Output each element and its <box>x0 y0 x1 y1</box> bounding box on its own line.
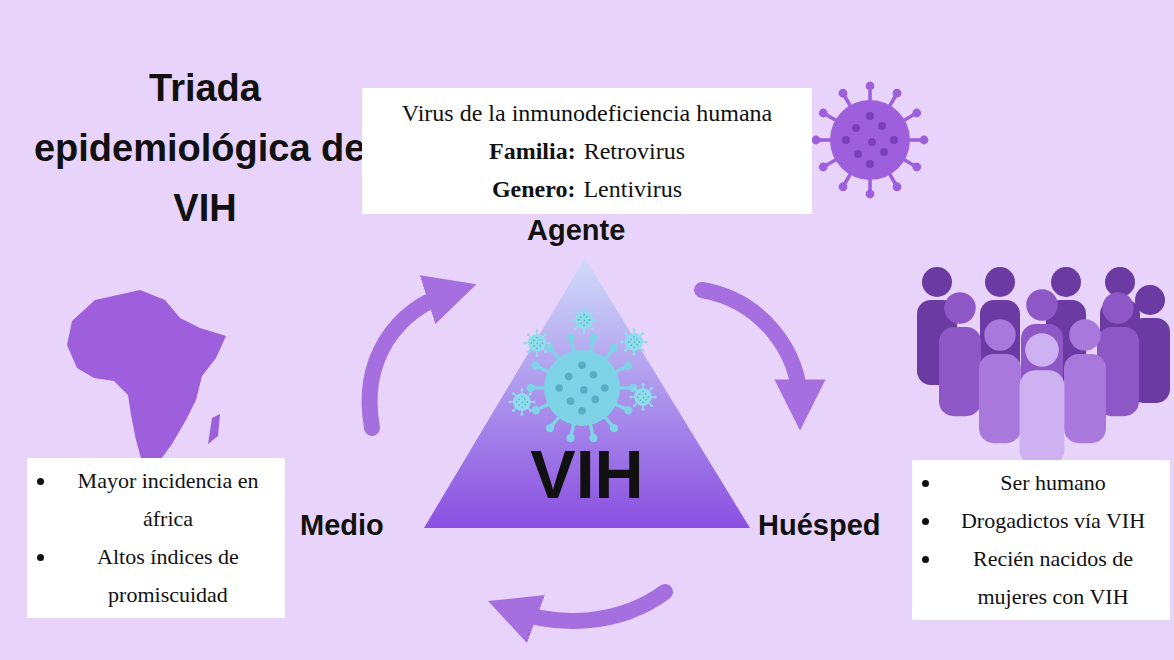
virus-dot <box>636 338 638 340</box>
field-value: Virus de la inmunodeficiencia humana <box>402 100 772 126</box>
virus-spike <box>525 342 529 344</box>
person-body <box>1064 354 1106 443</box>
virus-spike-tip <box>633 328 636 331</box>
field-value: Lentivirus <box>583 176 682 202</box>
text-line: Familia: Retrovirus <box>370 132 804 170</box>
madagascar <box>208 414 220 444</box>
person-body <box>939 327 981 416</box>
bullet-item: Drogadictos vía VIH <box>942 502 1164 540</box>
virus-dot <box>866 160 874 168</box>
cycle-arrow <box>702 290 800 405</box>
virus-dot <box>854 150 862 158</box>
virus-dot <box>890 136 898 144</box>
virus-dot <box>531 342 533 344</box>
bullet-list: Mayor incidencia en áfricaAltos índices … <box>27 462 285 614</box>
virus-spike <box>640 333 643 336</box>
bullet-item: Mayor incidencia en áfrica <box>57 462 279 538</box>
text-line: Virus de la inmunodeficiencia humana <box>370 94 804 132</box>
vertex-label: Medio <box>300 507 384 543</box>
virus-spike-tip <box>866 82 875 91</box>
virus <box>812 82 929 199</box>
virus-spike <box>536 331 538 335</box>
virus-dot <box>868 138 876 146</box>
field-name: Familia: <box>489 138 576 164</box>
virus-spike-tip <box>536 329 539 332</box>
virus-spike-tip <box>912 163 921 172</box>
bullet-list: Ser humanoDrogadictos vía VIHRecién naci… <box>912 464 1170 616</box>
person-head <box>922 267 952 297</box>
person-head <box>944 292 976 324</box>
cycle-arrow <box>370 292 452 428</box>
person-head <box>1069 319 1101 351</box>
virus-dot <box>878 122 886 130</box>
virus-spike-tip <box>912 109 921 118</box>
virus-icon <box>812 82 929 199</box>
agent-box: Virus de la inmunodeficiencia humanaFami… <box>362 88 812 214</box>
virus-body <box>830 100 910 180</box>
field-name: Genero: <box>492 176 576 202</box>
virus-spike-tip <box>812 136 821 145</box>
person-head <box>1025 333 1059 367</box>
text-line: Genero: Lentivirus <box>370 170 804 208</box>
virus-spike-tip <box>819 163 828 172</box>
virus-spike-tip <box>523 342 526 345</box>
virus-spike-tip <box>819 109 828 118</box>
virus-spike-tip <box>866 190 875 199</box>
virus-spike <box>528 334 531 337</box>
virus-dot <box>533 339 535 341</box>
virus-dot <box>852 124 860 132</box>
virus-spike-tip <box>893 89 902 98</box>
vertex-label: Agente <box>527 212 625 248</box>
virus-dot <box>842 136 850 144</box>
virus-spike-tip <box>527 333 530 336</box>
virus-spike-tip <box>893 182 902 191</box>
virus-spike <box>633 330 635 334</box>
field-value: Retrovirus <box>584 138 685 164</box>
environment-box: Mayor incidencia en áfricaAltos índices … <box>27 458 285 618</box>
bullet-item: Recién nacidos de mujeres con VIH <box>942 540 1164 616</box>
africa-map <box>67 290 226 466</box>
bullet-item: Altos índices de promiscuidad <box>57 538 279 614</box>
person-body <box>1020 370 1065 465</box>
virus-spike-tip <box>641 332 644 335</box>
person-head <box>1026 289 1058 321</box>
virus-spike-tip <box>645 341 648 344</box>
bullet-item: Ser humano <box>942 464 1164 502</box>
center-label: VIH <box>424 436 750 512</box>
people-group <box>917 267 1170 465</box>
host-box: Ser humanoDrogadictos vía VIHRecién naci… <box>912 460 1170 620</box>
virus-dot <box>866 112 874 120</box>
virus-triangle: VIH <box>424 258 750 528</box>
person-body <box>979 354 1021 443</box>
vertex-label: Huésped <box>758 507 880 543</box>
cycle-arrow <box>512 592 665 621</box>
virus-dot <box>880 148 888 156</box>
person-head <box>985 267 1015 297</box>
person-head <box>1102 292 1134 324</box>
virus-spike-tip <box>839 89 848 98</box>
person-head <box>1051 267 1081 297</box>
person-head <box>984 319 1016 351</box>
diagram-title: Triada epidemiológica del VIH <box>30 58 380 238</box>
virus-spike-tip <box>839 182 848 191</box>
person-head <box>1135 285 1165 315</box>
virus-spike <box>642 341 646 343</box>
triangle-fill <box>424 258 750 528</box>
virus-dot <box>639 341 641 343</box>
virus-spike-tip <box>920 136 929 145</box>
